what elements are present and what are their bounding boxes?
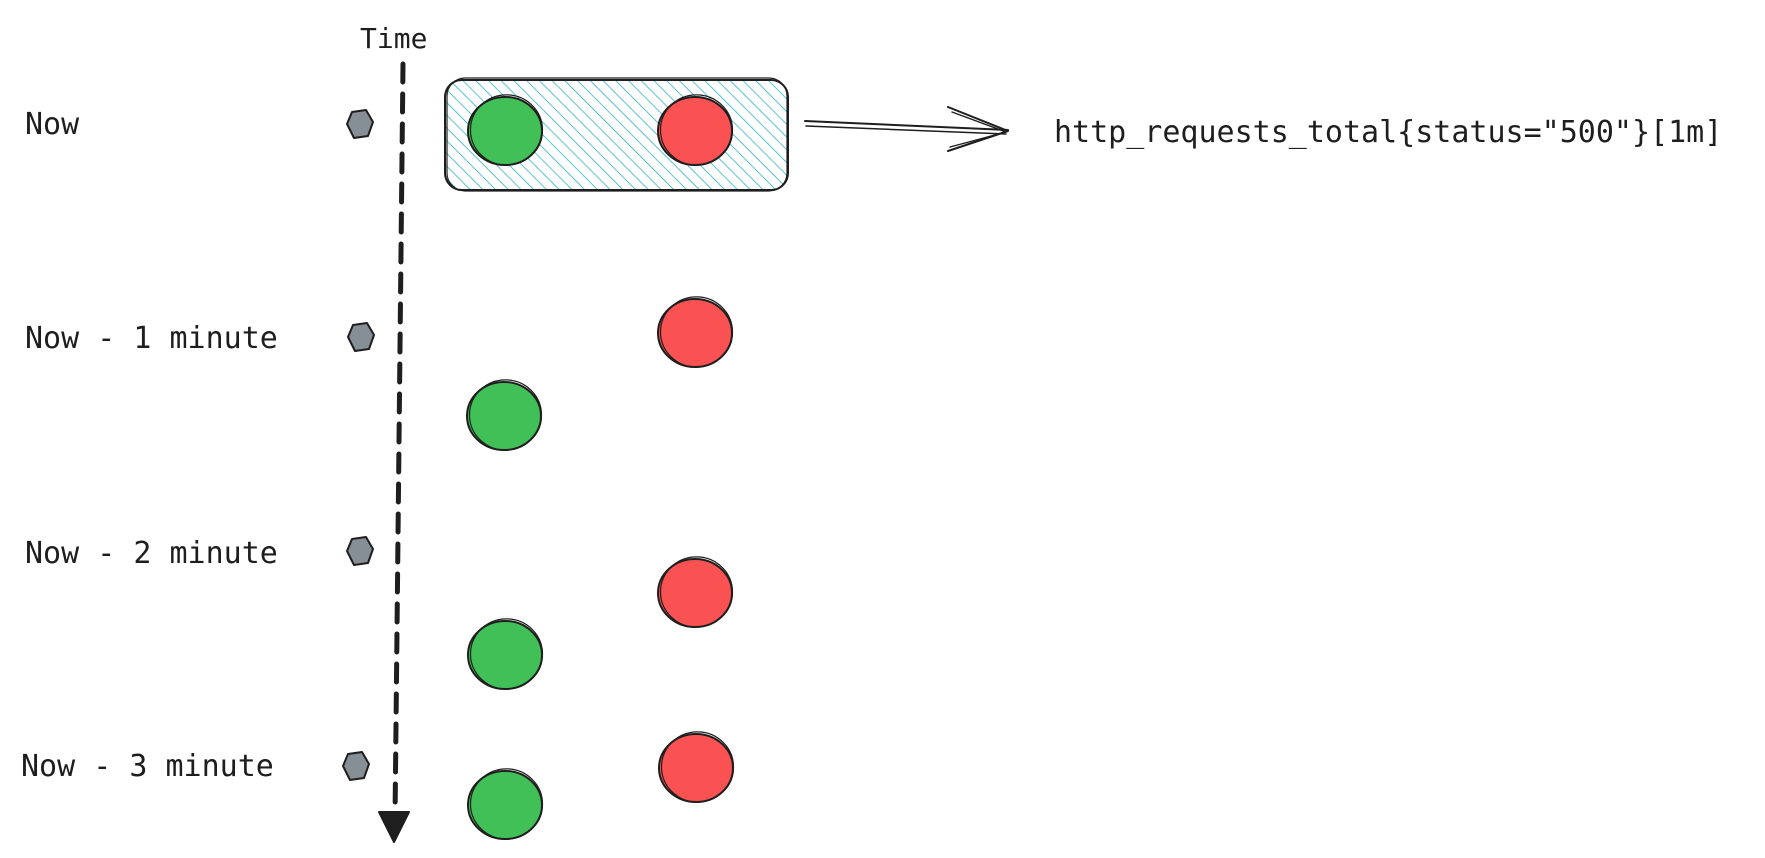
green-sample-circle-icon-outline: [469, 768, 544, 840]
promql-query: http_requests_total{status="500"}[1m]: [1054, 115, 1722, 150]
row-time-label: Now - 3 minute: [21, 749, 274, 784]
timeline-dot-icon: [347, 322, 375, 352]
sample-row: Now - 3 minute: [21, 731, 735, 841]
green-sample-circle-icon-outline: [468, 379, 543, 451]
red-sample-circle-icon-outline: [659, 556, 734, 628]
time-axis-arrowhead-icon: [378, 811, 410, 843]
red-sample-circle-icon-outline: [659, 94, 734, 166]
selected-range-box-outline: [446, 77, 788, 192]
timeline-dot-icon: [346, 536, 374, 566]
result-arrow-icon: [804, 106, 1009, 152]
row-time-label: Now - 1 minute: [25, 321, 278, 356]
result-arrow-head: [947, 106, 1009, 152]
sample-row: Now - 1 minute: [25, 296, 734, 452]
result-arrow-head-second: [949, 111, 1007, 148]
row-time-label: Now: [25, 107, 80, 142]
result-arrow-shaft: [804, 120, 1009, 131]
red-sample-circle-icon-outline: [660, 731, 735, 803]
timeline-dot-icon: [346, 109, 374, 139]
green-sample-circle-icon-outline: [469, 94, 544, 166]
result-arrow-shaft-second: [805, 125, 1007, 135]
time-axis: Time: [360, 22, 427, 843]
green-sample-circle-icon-outline: [469, 618, 544, 690]
sample-row: Now - 2 minute: [25, 536, 734, 691]
row-time-label: Now - 2 minute: [25, 536, 278, 571]
timeline-dot-icon: [342, 751, 370, 781]
sample-row: Now: [25, 94, 734, 167]
time-axis-line: [392, 61, 406, 823]
red-sample-circle-icon-outline: [659, 296, 734, 368]
time-axis-label: Time: [360, 22, 427, 55]
